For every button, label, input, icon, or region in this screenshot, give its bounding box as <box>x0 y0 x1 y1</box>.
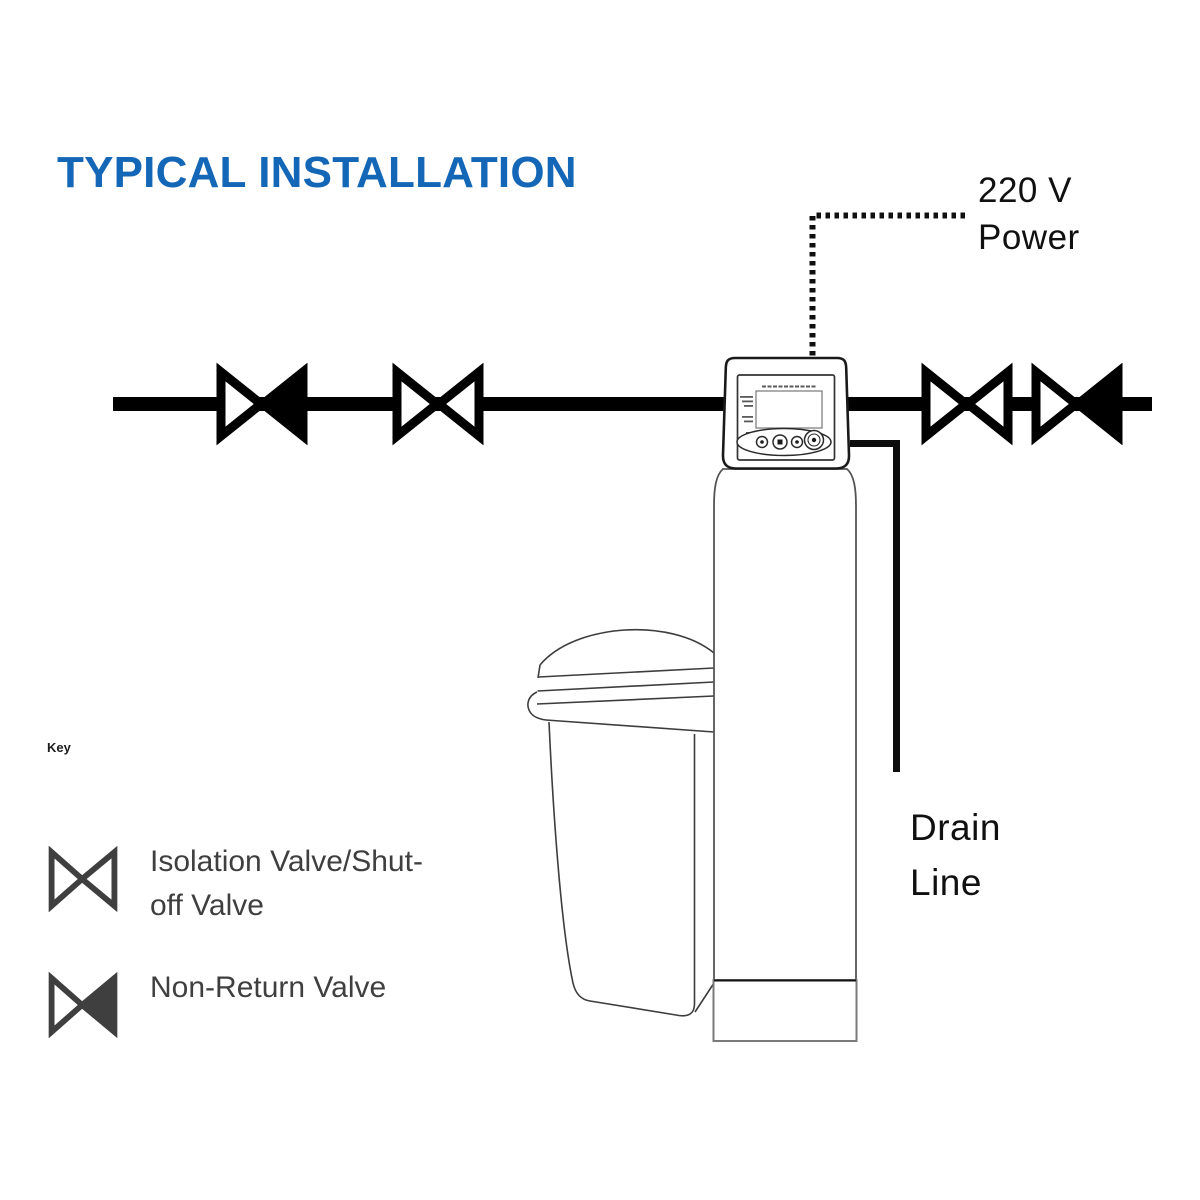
legend-item-isolation-valve: Isolation Valve/Shut- off Valve <box>48 845 423 928</box>
control-buttons <box>736 427 832 457</box>
key-heading: Key <box>47 740 71 755</box>
valve-non-return-right <box>1031 362 1123 446</box>
power-label-line2: Power <box>978 218 1080 257</box>
brine-tank <box>527 628 715 1017</box>
page-title: TYPICAL INSTALLATION <box>57 148 577 197</box>
drain-line-label: Drain Line <box>910 800 1001 910</box>
power-label: 220 V Power <box>978 167 1080 261</box>
legend-label-isolation-line2: off Valve <box>150 889 264 922</box>
resin-tank <box>712 468 858 1042</box>
valve-isolation-right <box>921 362 1013 446</box>
power-label-line1: 220 V <box>978 171 1072 210</box>
drain-label-line1: Drain <box>910 807 1001 848</box>
drain-label-line2: Line <box>910 862 982 903</box>
non-return-valve-icon <box>48 972 118 1038</box>
power-cord-dotted-line <box>809 212 965 357</box>
valve-non-return-left <box>216 362 308 446</box>
resin-tank-base <box>712 979 858 1042</box>
legend-label-isolation-valve: Isolation Valve/Shut- off Valve <box>150 840 423 928</box>
legend-label-non-return-valve: Non-Return Valve <box>150 966 386 1010</box>
drain-line <box>850 440 900 772</box>
legend-label-non-return-line1: Non-Return Valve <box>150 971 387 1004</box>
isolation-valve-icon <box>48 846 118 912</box>
main-pipe <box>113 397 1152 411</box>
display-microtext-header <box>762 385 816 388</box>
legend-label-isolation-line1: Isolation Valve/Shut- <box>150 845 423 878</box>
legend-item-non-return-valve: Non-Return Valve <box>48 971 386 1038</box>
valve-isolation-left <box>392 362 484 446</box>
control-display <box>740 385 823 439</box>
control-head <box>721 356 851 470</box>
